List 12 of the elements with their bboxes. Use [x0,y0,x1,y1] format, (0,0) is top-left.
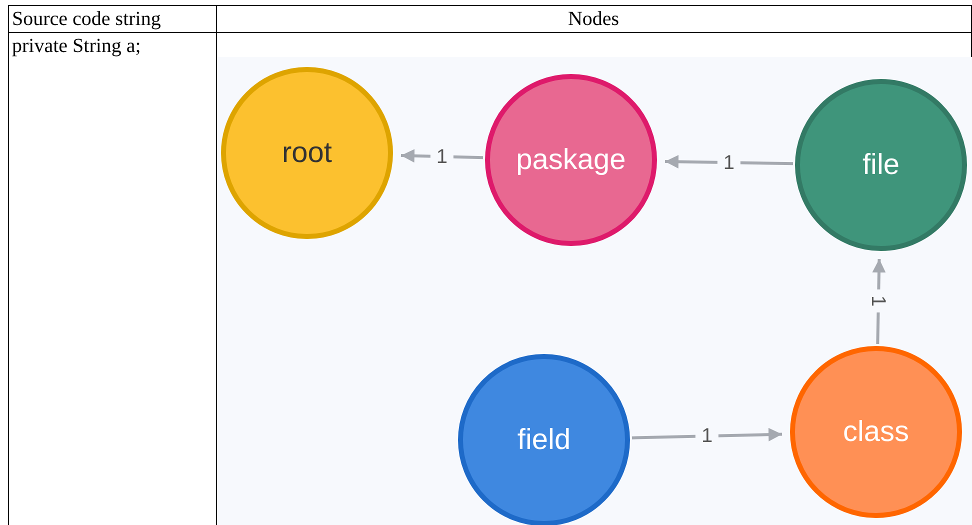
column-header: Nodes [568,7,620,31]
arrow [872,258,886,344]
arrow [664,154,794,168]
arrow [400,149,484,163]
column-header: Source code string [12,7,161,31]
node-label: field [517,424,571,456]
table-cell-text: private String a; [12,34,141,58]
node-label: class [842,416,910,448]
node-label: file [862,148,900,182]
arrow [632,428,782,442]
node-label: paskage [516,144,626,176]
node-label: root [282,136,332,170]
